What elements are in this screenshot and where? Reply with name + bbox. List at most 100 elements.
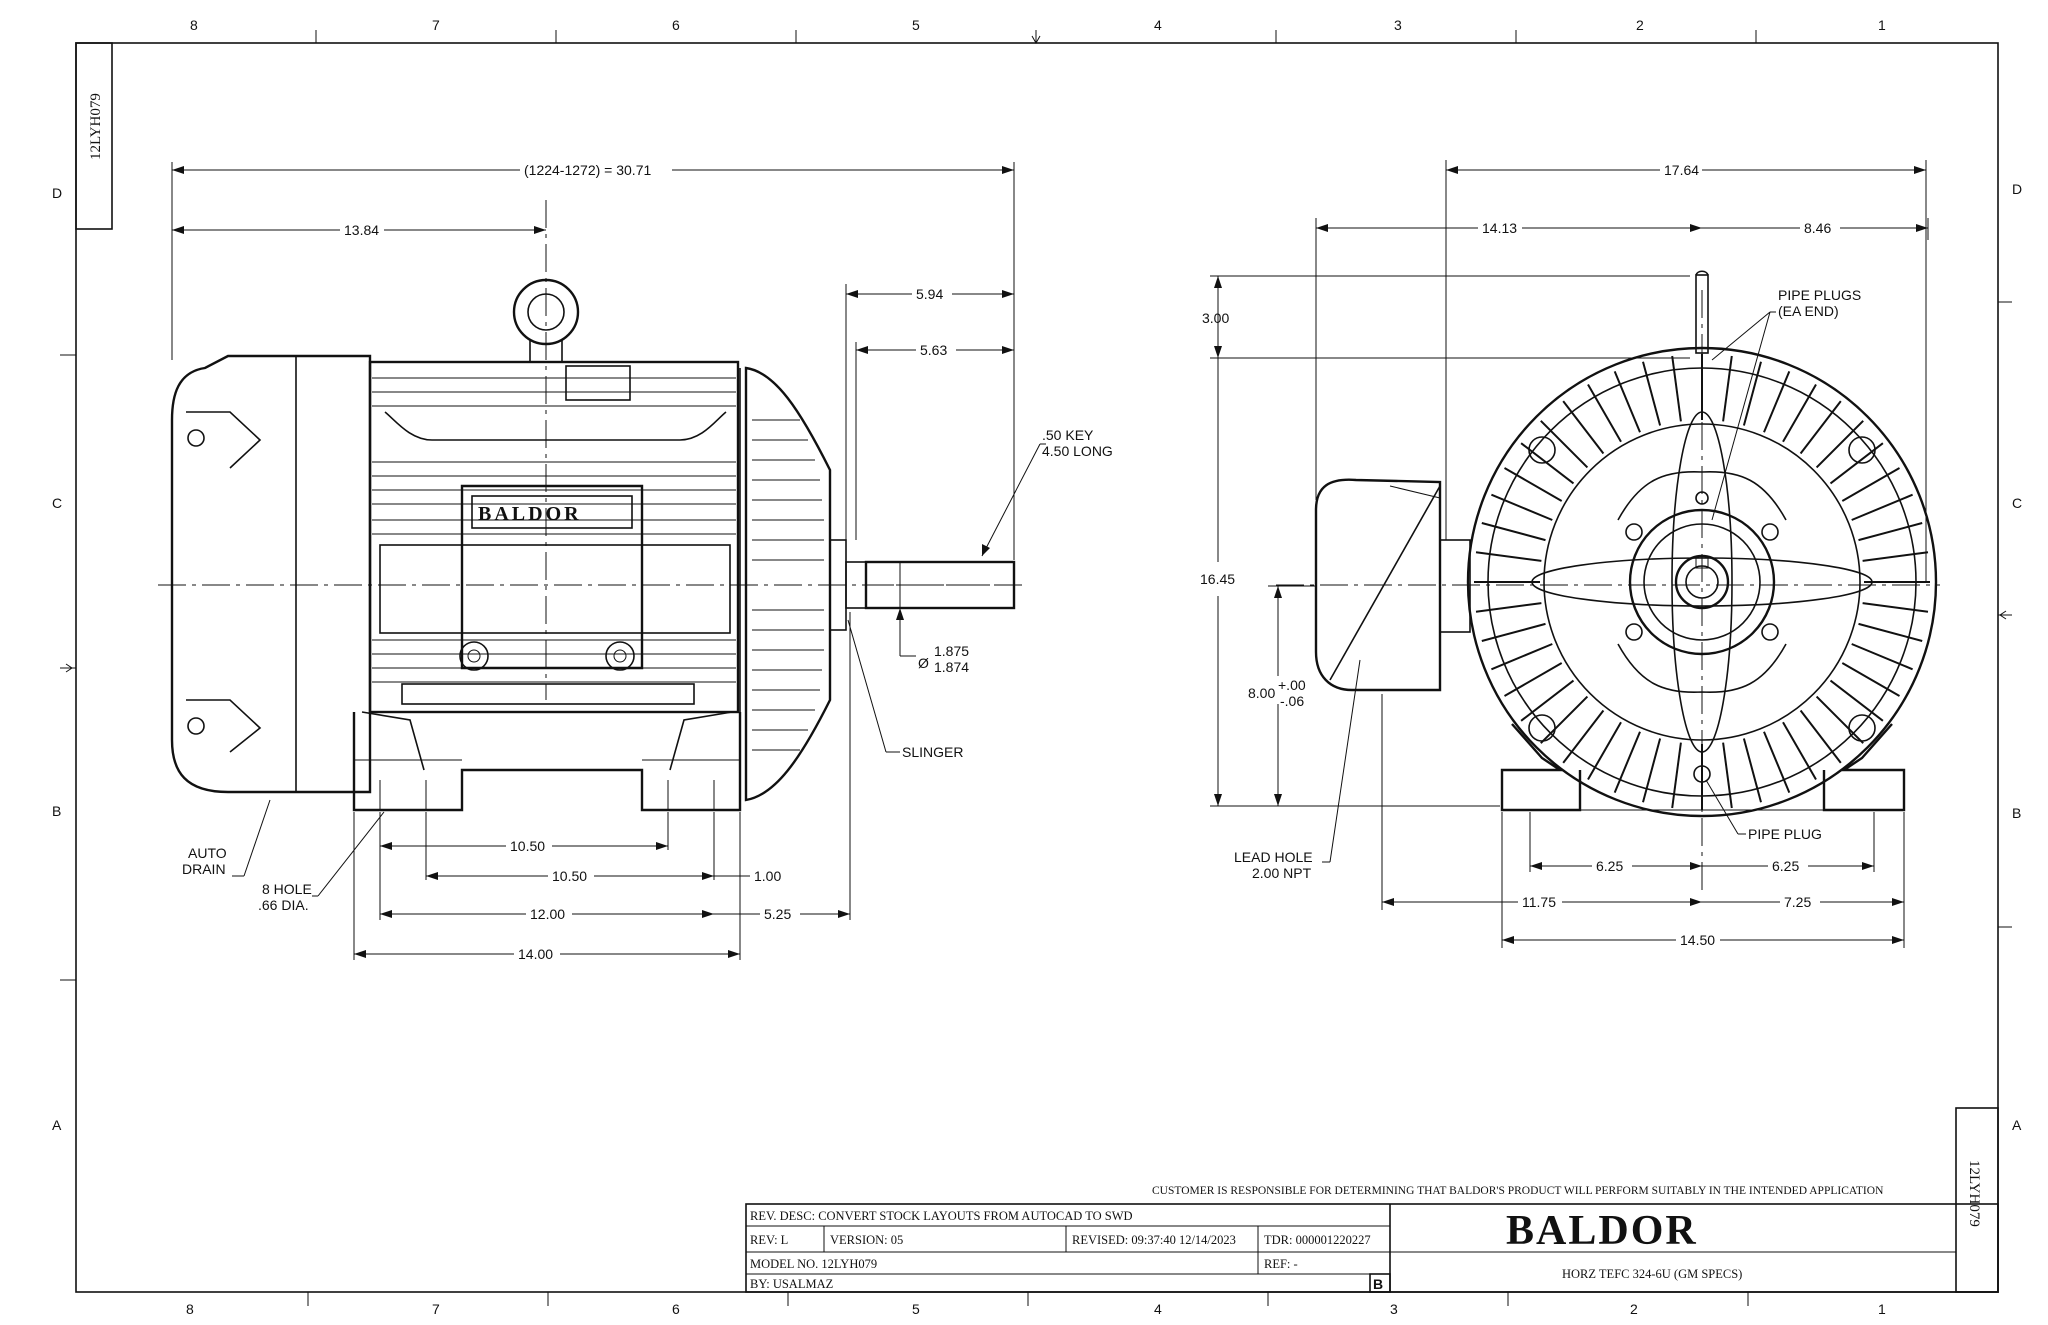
version: VERSION: 05 [830, 1233, 903, 1247]
sheet-size: B [1373, 1276, 1383, 1292]
end-view-fin [1671, 742, 1682, 809]
zone-col-label: 2 [1636, 17, 1644, 33]
drawing-id: 12LYH079 [88, 93, 104, 160]
label-auto-drain: AUTO [188, 845, 227, 861]
end-view-motor [1276, 270, 1940, 890]
drawing-id-box-bottom: 12LYH079 [1955, 1107, 1999, 1293]
nameplate-logo: BALDOR [478, 503, 582, 525]
zone-col-label: 5 [912, 17, 920, 33]
zone-col-label: 4 [1154, 17, 1162, 33]
label-mount-holes-dia: .66 DIA. [258, 897, 309, 913]
dim-end-overall-width: 17.64 [1664, 162, 1699, 178]
end-view-fin [1815, 695, 1864, 744]
end-view-fin [1851, 493, 1913, 521]
zone-col-label: 7 [432, 1301, 440, 1317]
end-view-fin [1475, 602, 1542, 613]
end-view-fin [1782, 384, 1817, 443]
end-view-fin [1540, 420, 1589, 469]
zone-row-label: A [2012, 1117, 2022, 1133]
end-view-fin [1481, 522, 1546, 542]
zone-col-label: 8 [190, 17, 198, 33]
end-view-fin [1587, 384, 1622, 443]
end-view-fin [1504, 662, 1563, 697]
end-view-fin [1815, 420, 1864, 469]
drawing-id: 12LYH079 [1966, 1160, 1982, 1227]
end-view-fin [1613, 371, 1641, 433]
motor-description: HORZ TEFC 324-6U (GM SPECS) [1562, 1267, 1742, 1281]
dim-foot-14-00: 14.00 [518, 946, 553, 962]
dim-base-7-25: 7.25 [1784, 894, 1811, 910]
end-view-fin [1642, 738, 1662, 803]
end-view-fin [1799, 709, 1842, 764]
end-view-fin [1782, 721, 1817, 780]
dim-shaft-height: 8.00 [1248, 685, 1275, 701]
zone-row-label: D [52, 185, 62, 201]
model-number: MODEL NO. 12LYH079 [750, 1257, 877, 1271]
end-view-fin [1858, 522, 1923, 542]
label-mount-holes: 8 HOLE [262, 881, 312, 897]
end-view-fin [1475, 551, 1542, 562]
zone-row-label: A [52, 1117, 62, 1133]
end-view-fin [1742, 361, 1762, 426]
end-view-fin [1763, 731, 1791, 793]
end-view-fin [1642, 361, 1662, 426]
end-view-fin [1520, 679, 1575, 722]
baldor-logo: BALDOR [1506, 1208, 1698, 1254]
zone-col-label: 6 [672, 1301, 680, 1317]
end-view-fin [1862, 551, 1929, 562]
zone-row-label: B [52, 803, 61, 819]
dim-foot-10-50-upper: 10.50 [510, 838, 545, 854]
dim-base-6-25-left: 6.25 [1596, 858, 1623, 874]
end-view-fin [1829, 442, 1884, 485]
end-view-fin [1671, 355, 1682, 422]
dim-overall-length: (1224-1272) = 30.71 [524, 162, 651, 178]
title-block: CUSTOMER IS RESPONSIBLE FOR DETERMINING … [745, 1185, 1999, 1293]
zone-col-label: 7 [432, 17, 440, 33]
end-view-fin [1613, 731, 1641, 793]
zone-col-label: 4 [1154, 1301, 1162, 1317]
label-pipe-plugs-ea-end: (EA END) [1778, 303, 1839, 319]
end-view-fin [1799, 400, 1842, 455]
zone-col-label: 5 [912, 1301, 920, 1317]
end-view-fin [1722, 742, 1733, 809]
zone-row-label: D [2012, 181, 2022, 197]
end-view-dimensions: 17.64 14.13 8.46 3.00 16.45 8 [1200, 160, 1929, 948]
zone-col-label: 3 [1394, 17, 1402, 33]
label-key-size: .50 KEY [1042, 427, 1094, 443]
label-lead-hole: LEAD HOLE [1234, 849, 1313, 865]
end-view-fin [1862, 602, 1929, 613]
zone-row-label: B [2012, 805, 2021, 821]
rev-description: REV. DESC: CONVERT STOCK LAYOUTS FROM AU… [750, 1209, 1133, 1223]
end-view-fin [1504, 467, 1563, 502]
label-diameter-symbol: Ø [918, 655, 929, 671]
drawn-by: BY: USALMAZ [750, 1277, 833, 1291]
end-view-fin [1491, 493, 1553, 521]
dim-foot-1-00: 1.00 [754, 868, 781, 884]
zone-col-label: 1 [1878, 17, 1886, 33]
label-pipe-plugs: PIPE PLUGS [1778, 287, 1861, 303]
zone-labels: 8 7 6 5 4 3 2 1 8 7 6 5 4 3 2 1 D C B A … [52, 17, 2022, 1317]
ref-number: REF: - [1264, 1257, 1298, 1271]
end-view-fin [1742, 738, 1762, 803]
end-view-fin [1841, 662, 1900, 697]
dim-shaft-dia-min: 1.874 [934, 659, 969, 675]
zone-row-label: C [2012, 495, 2022, 511]
end-view-fin [1540, 695, 1589, 744]
zone-row-label: C [52, 495, 62, 511]
zone-col-label: 2 [1630, 1301, 1638, 1317]
zone-col-label: 8 [186, 1301, 194, 1317]
end-view-fin [1491, 643, 1553, 671]
label-auto-drain-2: DRAIN [182, 861, 226, 877]
dim-shaft-to-slinger: 5.63 [920, 342, 947, 358]
end-view-fin [1763, 371, 1791, 433]
end-view-fin [1587, 721, 1622, 780]
label-lead-hole-size: 2.00 NPT [1252, 865, 1312, 881]
revised-date: REVISED: 09:37:40 12/14/2023 [1072, 1233, 1236, 1247]
dim-to-eyebolt: 13.84 [344, 222, 379, 238]
end-view-fin [1829, 679, 1884, 722]
dim-foot-10-50-lower: 10.50 [552, 868, 587, 884]
drawing-id-box-top: 12LYH079 [75, 42, 113, 230]
zone-col-label: 6 [672, 17, 680, 33]
end-view-fin [1858, 622, 1923, 642]
